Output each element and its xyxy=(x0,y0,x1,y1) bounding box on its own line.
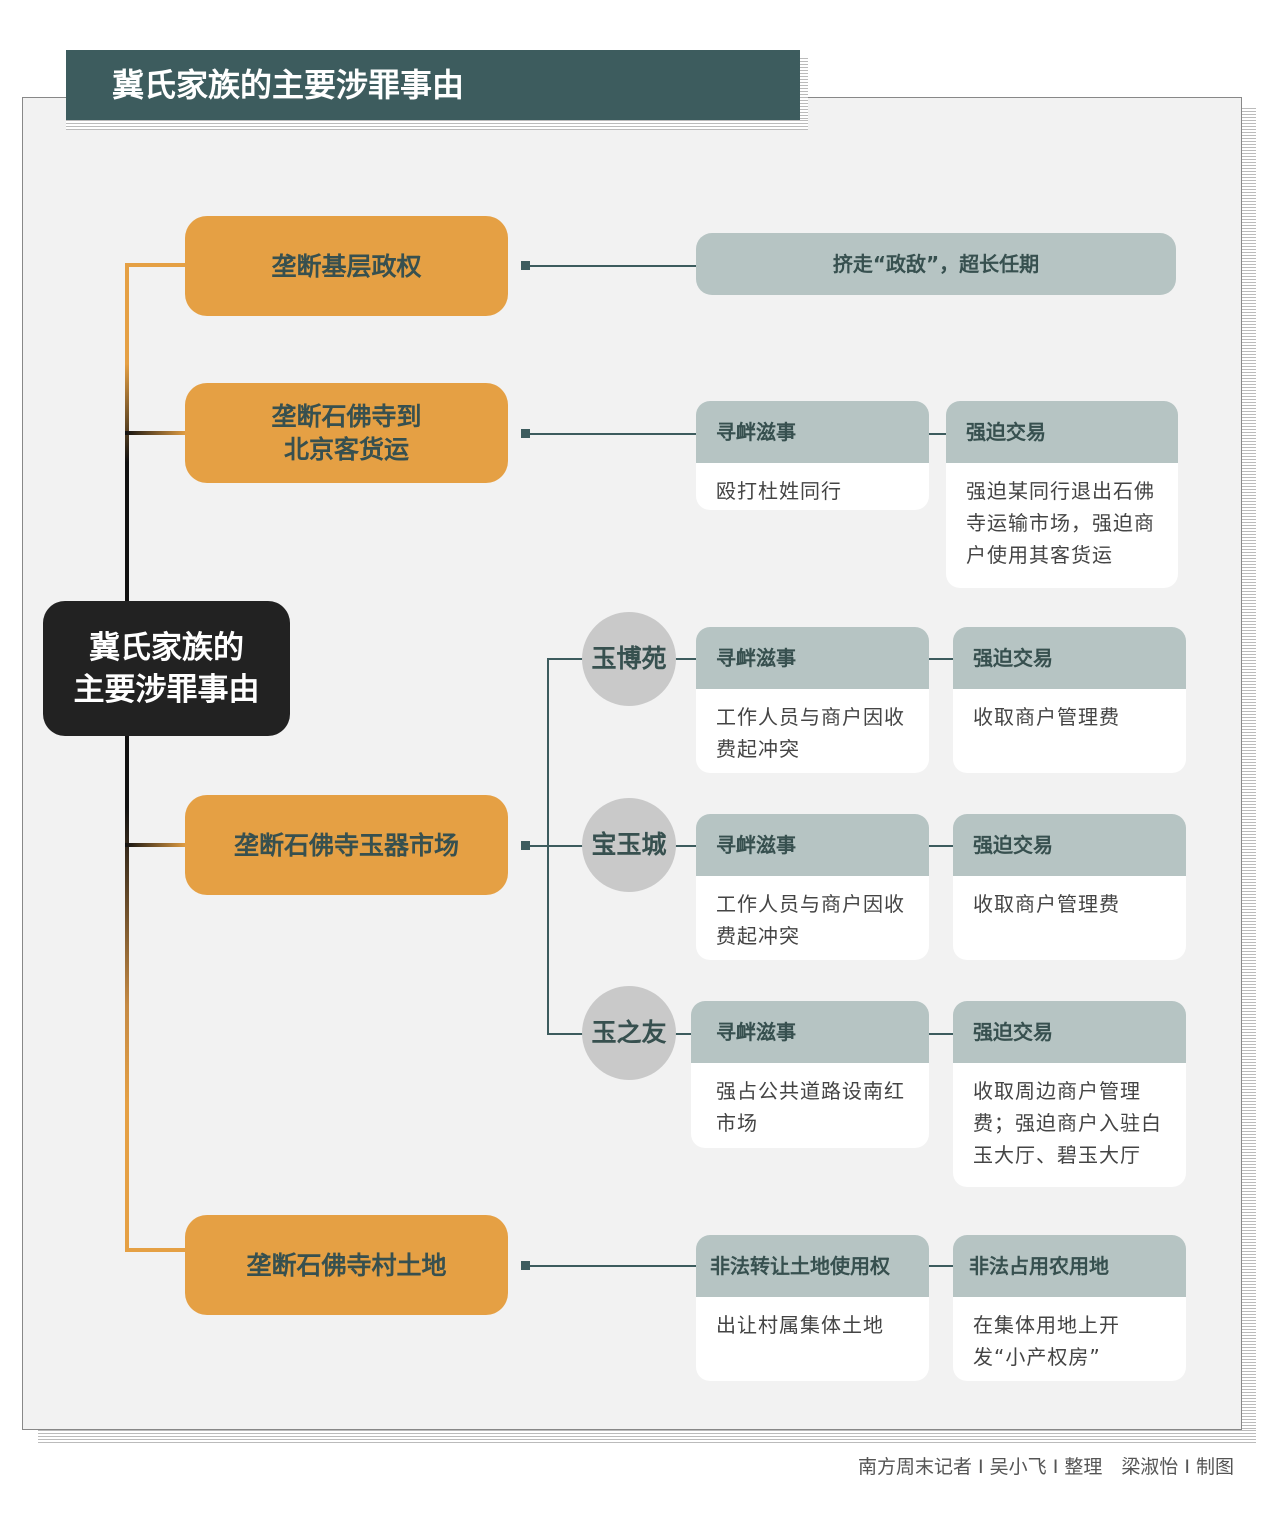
charge-pill: 挤走“政敌”，超长任期 xyxy=(696,233,1176,295)
connector-line xyxy=(528,433,696,435)
market-node: 宝玉城 xyxy=(582,798,676,892)
charge-title: 强迫交易 xyxy=(946,401,1178,463)
connector-line xyxy=(528,845,550,847)
charge-title: 寻衅滋事 xyxy=(691,1001,929,1063)
charge-card: 非法占用农用地在集体用地上开发“小产权房” xyxy=(953,1235,1186,1381)
charge-card: 寻衅滋事殴打杜姓同行 xyxy=(696,401,929,510)
charge-detail: 出让村属集体土地 xyxy=(716,1313,884,1337)
charge-detail: 工作人员与商户因收费起冲突 xyxy=(716,705,905,761)
connector-line xyxy=(929,1265,953,1267)
charge-title: 非法转让土地使用权 xyxy=(696,1235,929,1297)
page-title: 冀氏家族的主要涉罪事由 xyxy=(66,50,800,120)
category-label: 北京客货运 xyxy=(283,435,409,464)
connector-line xyxy=(929,658,953,660)
connector-dot xyxy=(521,261,530,270)
root-line: 主要涉罪事由 xyxy=(73,671,260,708)
shadow-stripes xyxy=(1242,108,1256,1444)
charge-detail: 强占公共道路设南红市场 xyxy=(716,1079,905,1135)
connector-line xyxy=(929,433,946,435)
charge-detail: 收取商户管理费 xyxy=(973,892,1120,916)
shadow-stripes xyxy=(66,120,808,130)
connector-dot xyxy=(521,841,530,850)
root-line: 冀氏家族的 xyxy=(89,629,244,666)
charge-detail: 收取周边商户管理费；强迫商户入驻白玉大厅、碧玉大厅 xyxy=(973,1079,1162,1167)
charge-card: 强迫交易收取商户管理费 xyxy=(953,627,1186,773)
charge-card: 寻衅滋事工作人员与商户因收费起冲突 xyxy=(696,627,929,773)
charge-detail: 强迫某同行退出石佛寺运输市场，强迫商户使用其客货运 xyxy=(966,479,1155,567)
charge-title: 寻衅滋事 xyxy=(696,627,929,689)
charge-detail: 收取商户管理费 xyxy=(973,705,1120,729)
trunk-line xyxy=(125,265,129,1252)
category-label: 垄断石佛寺村土地 xyxy=(246,1250,447,1280)
root-node: 冀氏家族的 主要涉罪事由 xyxy=(43,601,290,736)
category-node: 垄断石佛寺到北京客货运 xyxy=(185,383,508,483)
charge-card: 强迫交易收取商户管理费 xyxy=(953,814,1186,960)
credit-line: 南方周末记者 I 吴小飞 I 整理 梁淑怡 I 制图 xyxy=(858,1456,1235,1478)
category-label: 垄断石佛寺到 xyxy=(271,402,422,431)
charge-title: 强迫交易 xyxy=(953,814,1186,876)
category-node: 垄断石佛寺村土地 xyxy=(185,1215,508,1315)
category-label: 垄断石佛寺玉器市场 xyxy=(233,830,459,860)
charge-title: 强迫交易 xyxy=(953,1001,1186,1063)
charge-detail: 工作人员与商户因收费起冲突 xyxy=(716,892,905,948)
charge-card: 寻衅滋事工作人员与商户因收费起冲突 xyxy=(696,814,929,960)
branch-line xyxy=(125,431,187,435)
charge-card: 强迫交易强迫某同行退出石佛寺运输市场，强迫商户使用其客货运 xyxy=(946,401,1178,588)
connector-line xyxy=(528,265,696,267)
connector-line xyxy=(929,1033,953,1035)
charge-title: 寻衅滋事 xyxy=(696,401,929,463)
market-node: 玉博苑 xyxy=(582,612,676,706)
charge-detail: 殴打杜姓同行 xyxy=(716,479,842,503)
category-node: 垄断基层政权 xyxy=(185,216,508,316)
market-node: 玉之友 xyxy=(582,986,676,1080)
connector-dot xyxy=(521,429,530,438)
branch-line xyxy=(125,1248,187,1252)
branch-line xyxy=(125,263,187,267)
connector-dot xyxy=(521,1261,530,1270)
shadow-stripes xyxy=(800,58,808,120)
charge-detail: 在集体用地上开发“小产权房” xyxy=(973,1313,1120,1369)
category-label: 垄断基层政权 xyxy=(271,251,422,281)
charge-card: 寻衅滋事强占公共道路设南红市场 xyxy=(691,1001,929,1148)
charge-title: 非法占用农用地 xyxy=(953,1235,1186,1297)
shadow-stripes xyxy=(38,1430,1256,1444)
connector-line xyxy=(929,845,953,847)
branch-line xyxy=(125,843,187,847)
charge-title: 寻衅滋事 xyxy=(696,814,929,876)
charge-card: 强迫交易收取周边商户管理费；强迫商户入驻白玉大厅、碧玉大厅 xyxy=(953,1001,1186,1187)
charge-title: 强迫交易 xyxy=(953,627,1186,689)
charge-card: 非法转让土地使用权出让村属集体土地 xyxy=(696,1235,929,1381)
connector-line xyxy=(528,1265,696,1267)
category-node: 垄断石佛寺玉器市场 xyxy=(185,795,508,895)
